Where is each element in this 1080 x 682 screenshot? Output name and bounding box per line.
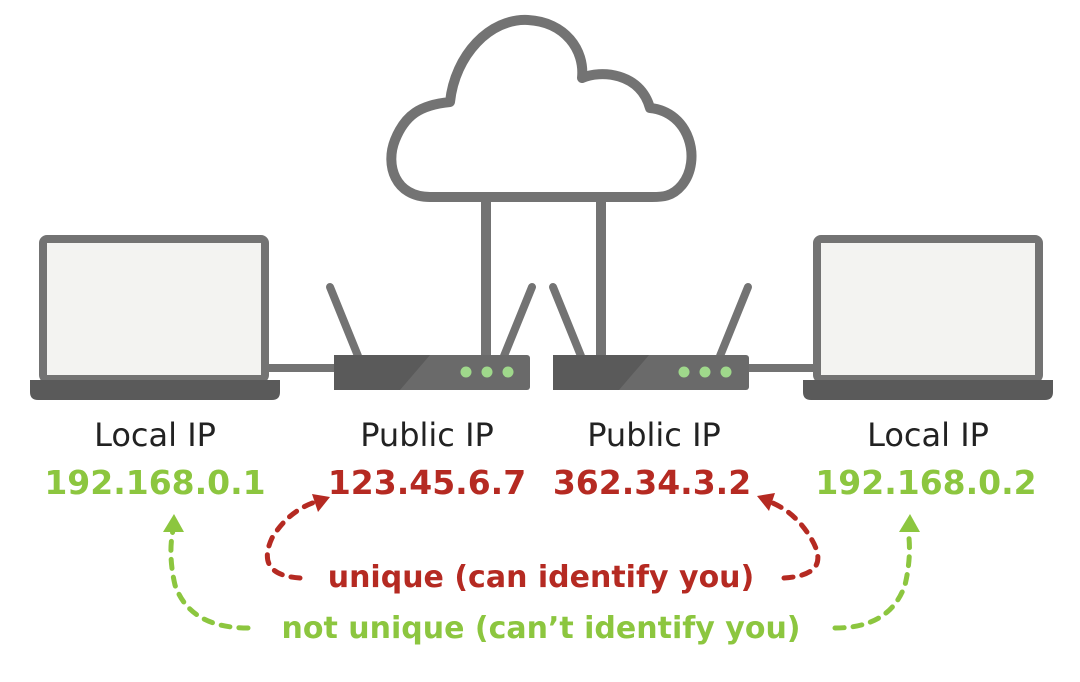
router-icon [549, 283, 752, 390]
left-local-ip: 192.168.0.1 [44, 463, 265, 502]
arrowhead-icon [757, 493, 775, 511]
public-unique-note: unique (can identify you) [328, 560, 755, 595]
left-public-heading: Public IP [360, 416, 494, 454]
right-local-ip: 192.168.0.2 [815, 463, 1036, 502]
local-arrow-right [832, 527, 912, 631]
router-icon [326, 283, 536, 390]
left-local-heading: Local IP [94, 416, 216, 454]
public-arrow-left [265, 497, 325, 581]
laptop-icon [30, 235, 280, 400]
right-local-heading: Local IP [867, 416, 989, 454]
public-arrow-right [762, 497, 821, 581]
right-public-ip: 362.34.3.2 [553, 463, 751, 502]
local-arrow-left [168, 527, 251, 631]
arrowhead-icon [899, 514, 920, 532]
arrowhead-icon [312, 494, 330, 512]
laptop-icon [803, 235, 1053, 400]
local-not-unique-note: not unique (can’t identify you) [281, 611, 800, 646]
arrowhead-icon [163, 514, 184, 532]
right-public-heading: Public IP [587, 416, 721, 454]
left-public-ip: 123.45.6.7 [328, 463, 526, 502]
cloud-icon [386, 14, 697, 202]
